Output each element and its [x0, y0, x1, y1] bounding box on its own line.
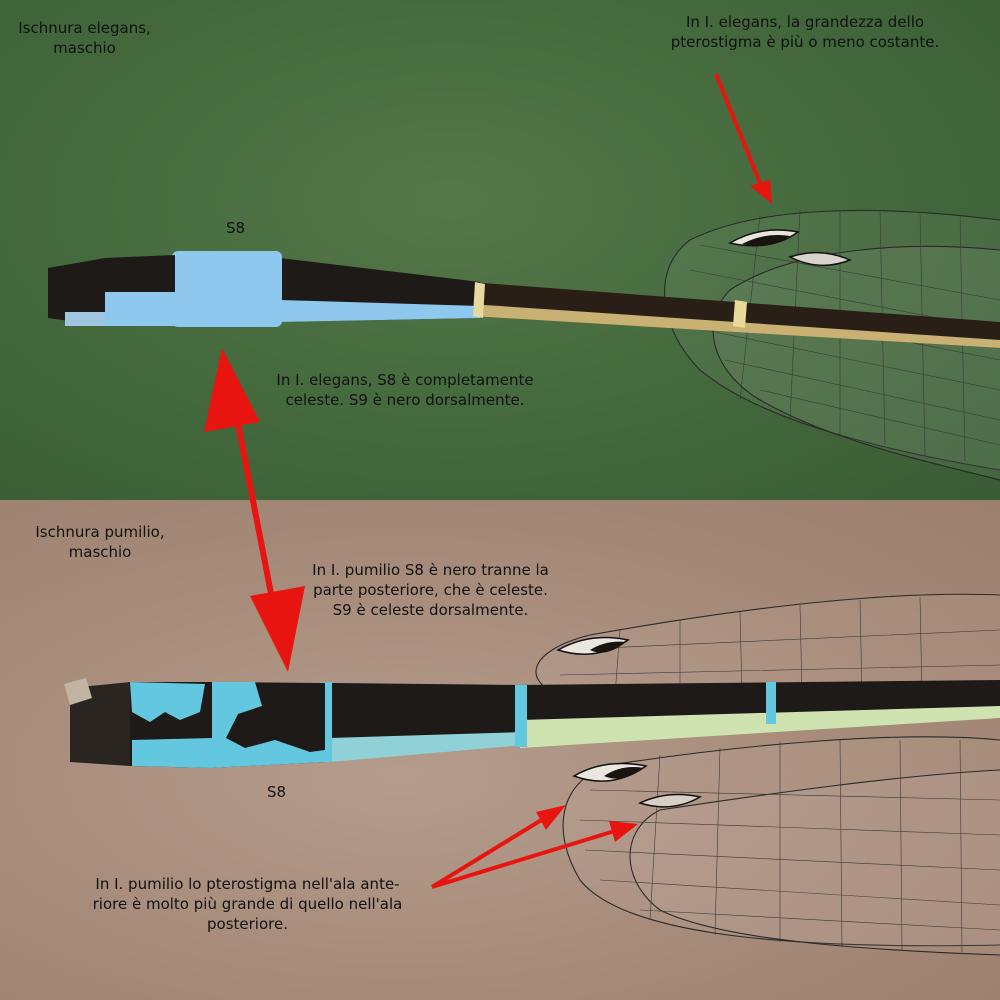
pumilio-s8-note: In I. pumilio S8 è nero tranne la parte … — [312, 561, 549, 619]
pumilio-pterostigma-note: In I. pumilio lo pterostigma nell'ala an… — [92, 875, 403, 933]
pumilio-pterostigma-arrows — [430, 805, 638, 889]
elegans-pterostigma-arrow — [714, 73, 772, 204]
elegans-photo — [48, 73, 1000, 481]
elegans-hindwing-pterostigma — [788, 251, 852, 266]
pumilio-wings — [535, 593, 1000, 956]
pumilio-hindwing-pterostigma — [637, 793, 703, 808]
pumilio-species-label: Ischnura pumilio, maschio — [35, 523, 165, 561]
elegans-photo-panel: Ischnura elegans, maschio In I. elegans,… — [0, 0, 1000, 500]
pumilio-photo — [64, 593, 1000, 956]
elegans-wings — [664, 209, 1000, 481]
pumilio-abdomen — [64, 678, 1000, 768]
elegans-s8-segment — [172, 251, 282, 327]
elegans-pterostigma-note: In I. elegans, la grandezza dello pteros… — [670, 13, 940, 51]
pumilio-photo-panel: Ischnura pumilio, maschio In I. pumilio … — [0, 500, 1000, 1000]
elegans-s8-label: S8 — [226, 219, 246, 237]
elegans-s8-note: In I. elegans, S8 è completamente celest… — [276, 371, 534, 409]
elegans-species-label: Ischnura elegans, maschio — [18, 19, 151, 57]
pumilio-s8-label: S8 — [267, 783, 287, 801]
elegans-abdomen — [48, 251, 1000, 348]
pumilio-forewing-upper-pterostigma — [556, 636, 630, 655]
